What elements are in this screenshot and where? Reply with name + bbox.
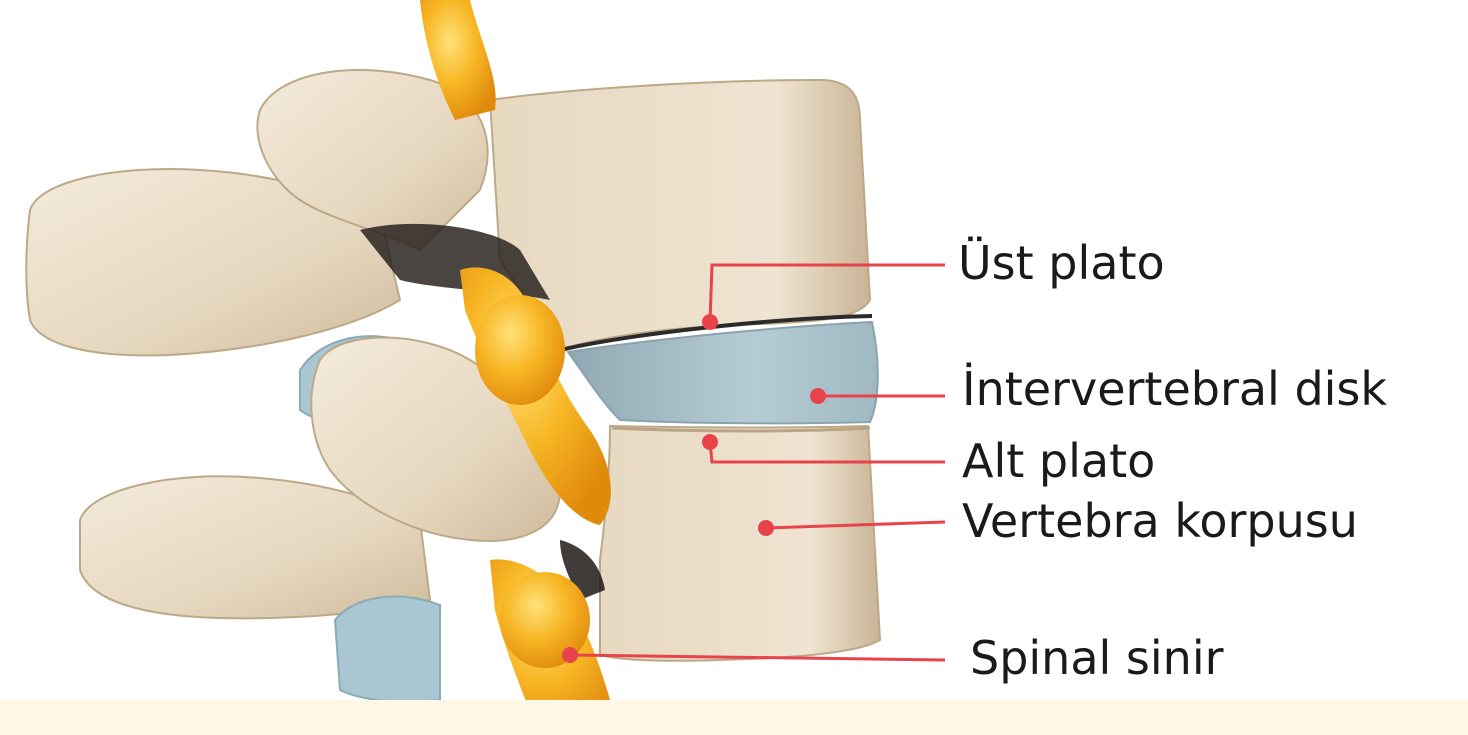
dot-ust-plato [702,314,718,330]
label-alt-plato: Alt plato [962,438,1155,484]
label-vertebra-korpusu: Vertebra korpusu [962,498,1358,544]
dot-vertebra-korpusu [758,520,774,536]
nerve-ganglion-upper [475,295,565,405]
dot-intervertebral-disk [810,388,826,404]
dot-spinal-sinir [562,647,578,663]
label-ust-plato: Üst plato [958,240,1165,286]
label-spinal-sinir: Spinal sinir [970,635,1224,681]
label-intervertebral-disk: İntervertebral disk [962,366,1387,412]
dot-alt-plato [702,434,718,450]
facet-cartilage-lower [335,597,440,702]
bottom-strip [0,700,1468,735]
